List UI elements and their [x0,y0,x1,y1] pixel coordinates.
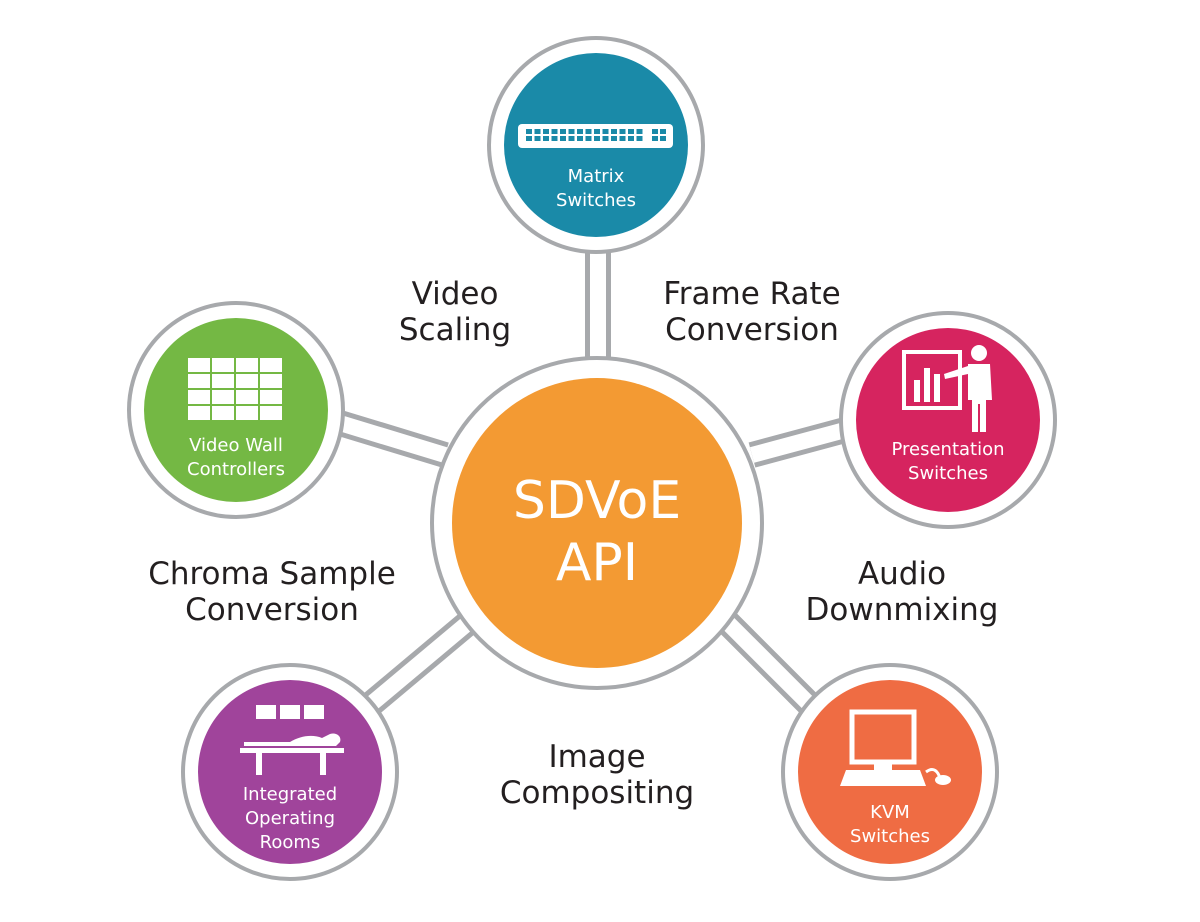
feature-image-compositing-line-1: Image [548,739,645,775]
node-kvm-switches: KVM Switches [781,663,999,881]
operating-table-icon [240,705,344,775]
node-operating-circle [198,680,382,864]
feature-frame-rate-conversion: Frame Rate Conversion [663,276,841,348]
node-presentation-circle [856,328,1040,512]
computer-monitor-mouse-icon [840,709,951,786]
node-videowall-label-line-1: Video Wall [189,435,283,456]
node-presentation-switches: Presentation Switches [839,311,1057,529]
feature-chroma-sample-line-2: Conversion [185,592,359,628]
feature-image-compositing-line-2: Compositing [500,775,694,811]
presenter-chart-icon [902,345,992,432]
hub-title-line-1: SDVoE [513,471,681,531]
video-wall-grid-icon [188,358,282,420]
node-presentation-label-line-2: Switches [908,463,988,484]
node-video-wall-controllers: Video Wall Controllers [127,301,345,519]
feature-image-compositing: Image Compositing [500,739,694,811]
node-presentation-label-line-1: Presentation [891,439,1004,460]
node-kvm-label-line-2: Switches [850,826,930,847]
connectors [326,250,849,715]
feature-audio-downmix-line-1: Audio [858,556,946,592]
node-matrix-label-line-2: Switches [556,190,636,211]
node-operating-label-line-2: Operating [245,808,335,829]
hub-sdvoe-api: SDVoE API [430,356,764,690]
node-operating-label-line-3: Rooms [260,832,321,853]
feature-frame-rate-line-2: Conversion [665,312,839,348]
feature-audio-downmix-line-2: Downmixing [806,592,999,628]
feature-video-scaling: Video Scaling [399,276,511,348]
feature-video-scaling-line-2: Scaling [399,312,511,348]
rackmount-switch-icon [518,124,673,148]
node-operating-label-line-1: Integrated [243,784,337,805]
feature-chroma-sample-conversion: Chroma Sample Conversion [148,556,396,628]
feature-chroma-sample-line-1: Chroma Sample [148,556,396,592]
node-integrated-operating-rooms: Integrated Operating Rooms [181,663,399,881]
feature-audio-downmixing: Audio Downmixing [806,556,999,628]
node-matrix-switches: Matrix Switches [487,36,705,254]
node-videowall-label-line-2: Controllers [187,459,285,480]
node-matrix-label-line-1: Matrix [568,166,625,187]
feature-frame-rate-line-1: Frame Rate [663,276,841,312]
hub-title-line-2: API [556,533,638,593]
hub-circle [452,378,742,668]
node-kvm-label-line-1: KVM [870,802,910,823]
feature-video-scaling-line-1: Video [412,276,499,312]
